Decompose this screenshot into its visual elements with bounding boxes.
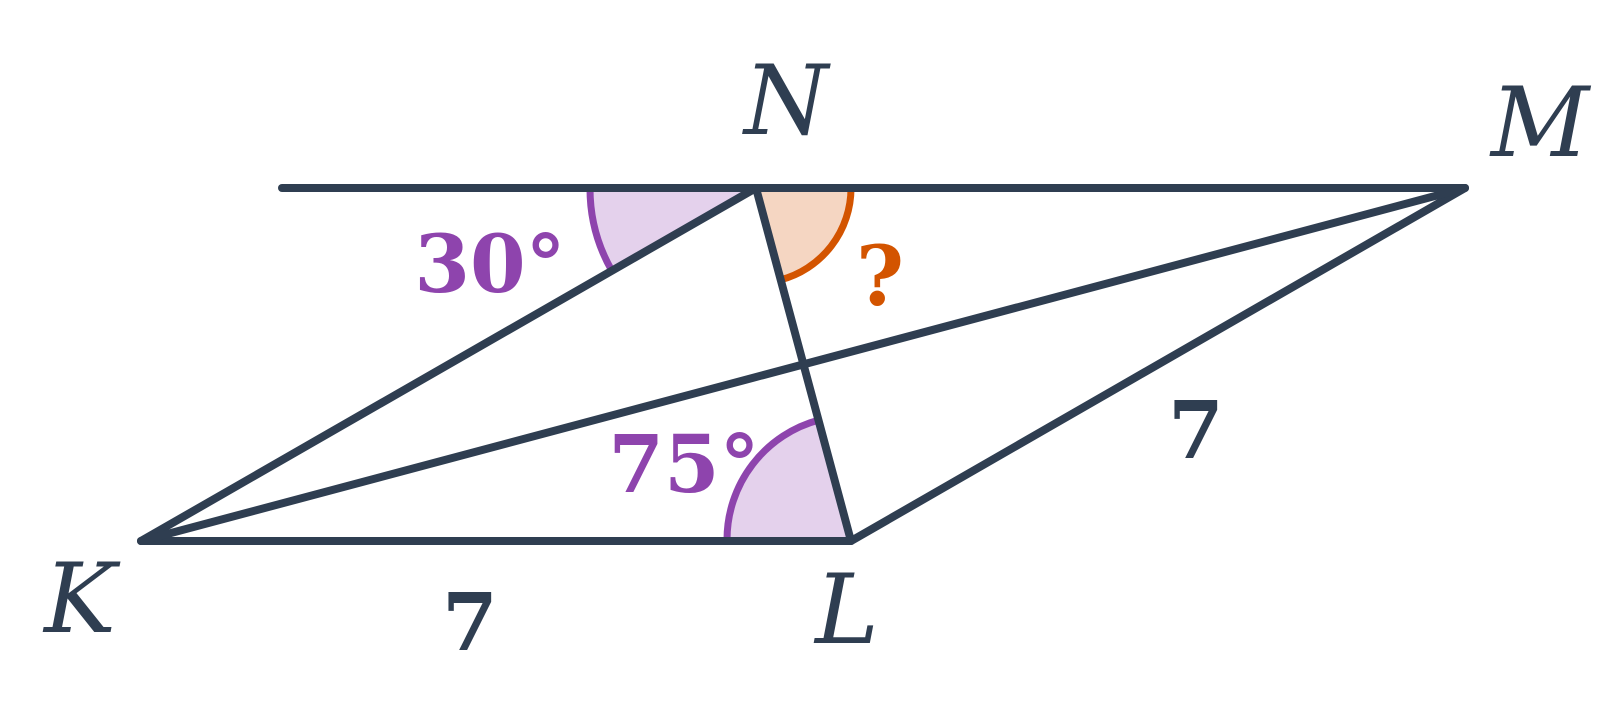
segment-k-m (137, 184, 1469, 545)
point-label-l: L (813, 554, 879, 666)
side-label-kl: 7 (442, 575, 498, 669)
point-label-n: N (742, 45, 831, 157)
angle-fill-n-right (756, 188, 851, 280)
segment-l-m (847, 184, 1469, 545)
angle-arc-l (723, 416, 820, 541)
angle-label-n-right: ? (856, 229, 904, 325)
angle-arc-n-right (779, 187, 855, 284)
angle-arc-n-left (586, 187, 616, 273)
side-label-lm: 7 (1168, 383, 1224, 477)
angle-label-l: 75° (608, 417, 759, 511)
angle-label-n-left: 30° (414, 217, 565, 311)
segment-k-n (137, 184, 760, 545)
point-label-k: K (42, 543, 121, 655)
point-label-m: M (1489, 67, 1592, 179)
angle-fill-l (726, 420, 851, 540)
